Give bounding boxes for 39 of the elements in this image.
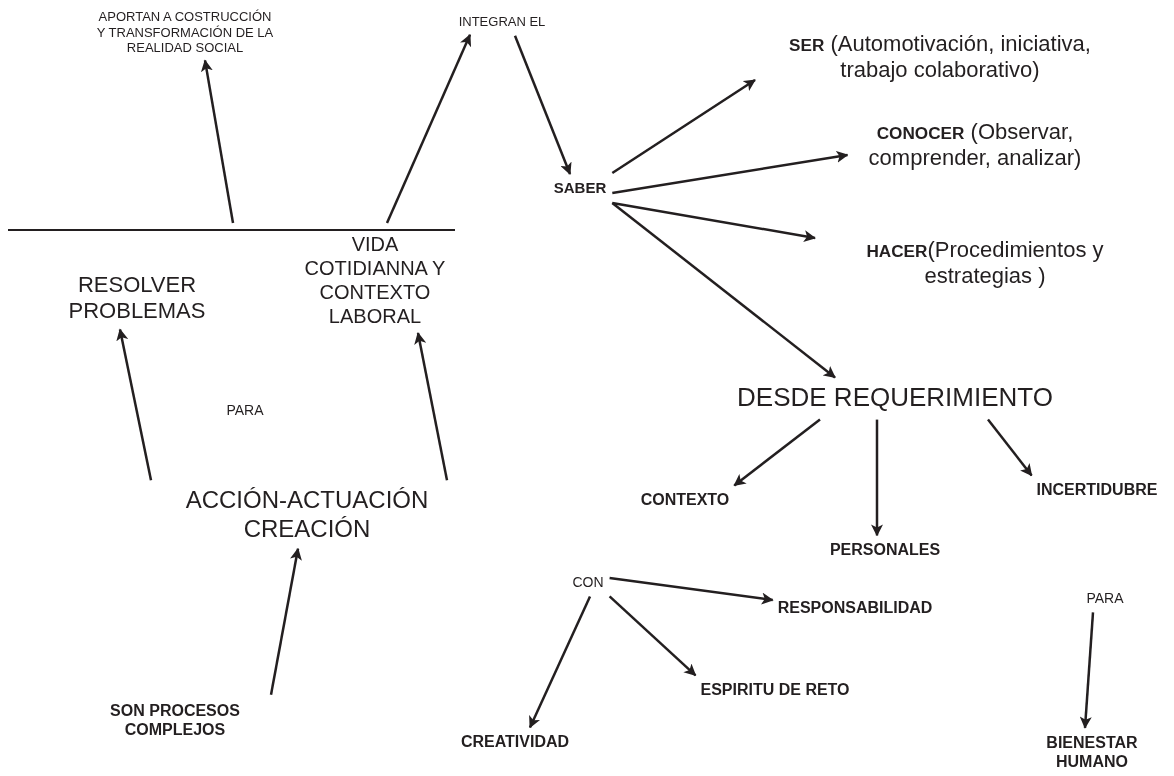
connector-word: CON xyxy=(572,573,604,591)
concept-text: ACCIÓN-ACTUACIÓN CREACIÓN xyxy=(157,486,457,544)
arrow xyxy=(612,201,816,243)
concept-text: SON PROCESOS COMPLEJOS xyxy=(85,700,265,740)
concept-text: RESPONSABILIDAD xyxy=(777,598,933,618)
spine-line xyxy=(8,229,455,231)
arrow xyxy=(609,576,774,605)
concept-text: ESPIRITU DE RETO xyxy=(700,680,850,700)
concept-text: BIENESTAR HUMANO xyxy=(1032,732,1152,772)
arrow xyxy=(608,595,697,677)
concept-text: CREATIVIDAD xyxy=(460,732,570,752)
arrow xyxy=(116,328,153,481)
arrow xyxy=(871,419,883,537)
arrow xyxy=(987,418,1033,477)
arrow xyxy=(611,202,836,379)
concept-text: DESDE REQUERIMIENTO xyxy=(737,382,1053,414)
concept-text: SER (Automotivación, iniciativa, trabajo colaborativo) xyxy=(760,30,1120,84)
concept-text: INCERTIDUBRE xyxy=(1036,480,1158,500)
concept-text: VIDA COTIDIANNA Y CONTEXTO LABORAL xyxy=(296,232,454,328)
note-text: INTEGRAN EL xyxy=(458,14,546,30)
concept-text: HACER(Procedimientos y estrategias ) xyxy=(820,236,1150,290)
concept-text: PERSONALES xyxy=(829,540,941,560)
arrow xyxy=(414,332,449,481)
arrow xyxy=(269,547,302,696)
arrow xyxy=(733,418,821,487)
connector-word: PARA xyxy=(226,401,264,419)
arrow xyxy=(611,78,756,175)
concept-text: RESOLVER PROBLEMAS xyxy=(37,271,237,325)
concept-text: SABER xyxy=(553,179,607,197)
arrow xyxy=(528,595,592,729)
note-text: APORTAN A COSTRUCCIÓN Y TRANSFORMACIÓN DE LA REALIDAD SOCIAL xyxy=(96,8,274,56)
arrow xyxy=(385,33,472,224)
arrow xyxy=(1079,612,1095,729)
arrow xyxy=(513,35,572,175)
connector-word: PARA xyxy=(1086,589,1124,607)
concept-text: CONTEXTO xyxy=(640,490,730,510)
arrow xyxy=(612,150,849,195)
concept-text: CONOCER (Observar, comprender, analizar) xyxy=(852,118,1098,172)
arrow xyxy=(200,59,235,224)
